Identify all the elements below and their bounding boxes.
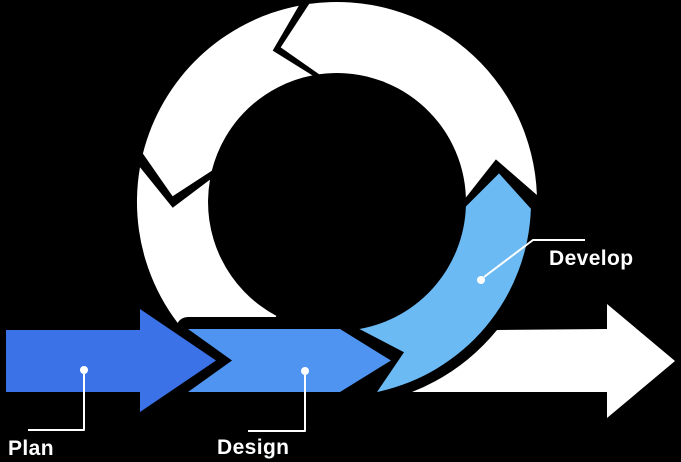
develop-leader-line	[483, 239, 585, 278]
plan-anchor-dot	[80, 366, 88, 374]
develop-arc-arrow	[359, 173, 531, 392]
plan-label: Plan	[8, 437, 54, 460]
develop-anchor-dot	[477, 276, 485, 284]
design-leader-line	[248, 375, 306, 432]
plan-leader-line	[28, 374, 85, 431]
loop-segment-top-left	[142, 5, 313, 197]
design-anchor-dot	[301, 367, 309, 375]
exit-arrow	[412, 304, 675, 418]
design-arrow	[188, 329, 391, 392]
loop-segment-right-top	[280, 1, 537, 198]
plan-arrow	[6, 309, 216, 412]
develop-label: Develop	[549, 247, 634, 270]
design-label: Design	[217, 436, 290, 459]
